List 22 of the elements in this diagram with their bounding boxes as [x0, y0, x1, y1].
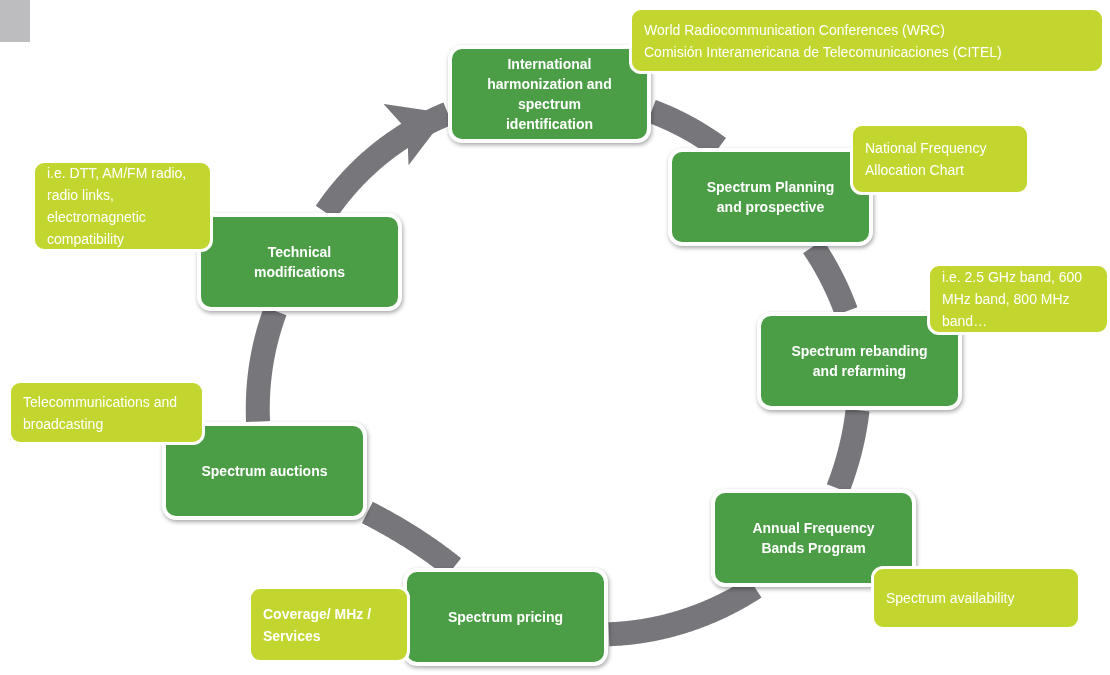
note-box: [8, 380, 205, 445]
note-text: Telecommunications and broadcasting: [23, 392, 179, 434]
note-text: i.e. 2.5 GHz band, 600 MHz band, 800 MHz band…: [942, 268, 1084, 331]
note-text: Coverage/ MHz / Services: [263, 604, 373, 646]
step-label: Annual Frequency Bands Program: [751, 519, 876, 558]
note-box: [248, 586, 410, 663]
note-text: i.e. DTT, AM/FM radio, radio links, electromagnetic compatibility: [47, 164, 188, 249]
note-text: World Radiocommunication Conferences (WRC): [644, 20, 946, 40]
note-text: Comisión Interamericana de Telecomunicaciones (CITEL): [644, 42, 1003, 62]
note-box: [850, 123, 1030, 195]
step-label: Spectrum Planning and prospective: [705, 178, 836, 217]
step-label: Spectrum auctions: [201, 462, 328, 481]
note-box: [871, 566, 1081, 630]
note-text: Spectrum availability: [886, 589, 1016, 608]
step-label: Spectrum rebanding and refarming: [790, 342, 929, 381]
note-box: [32, 160, 213, 252]
step-label: Spectrum pricing: [447, 608, 564, 627]
step-label: Technical modifications: [253, 243, 346, 282]
note-text: National Frequency Allocation Chart: [865, 139, 988, 180]
step-label: International harmonization and spectrum identification: [486, 55, 613, 134]
note-box: [629, 7, 1105, 74]
note-box: [927, 263, 1110, 335]
